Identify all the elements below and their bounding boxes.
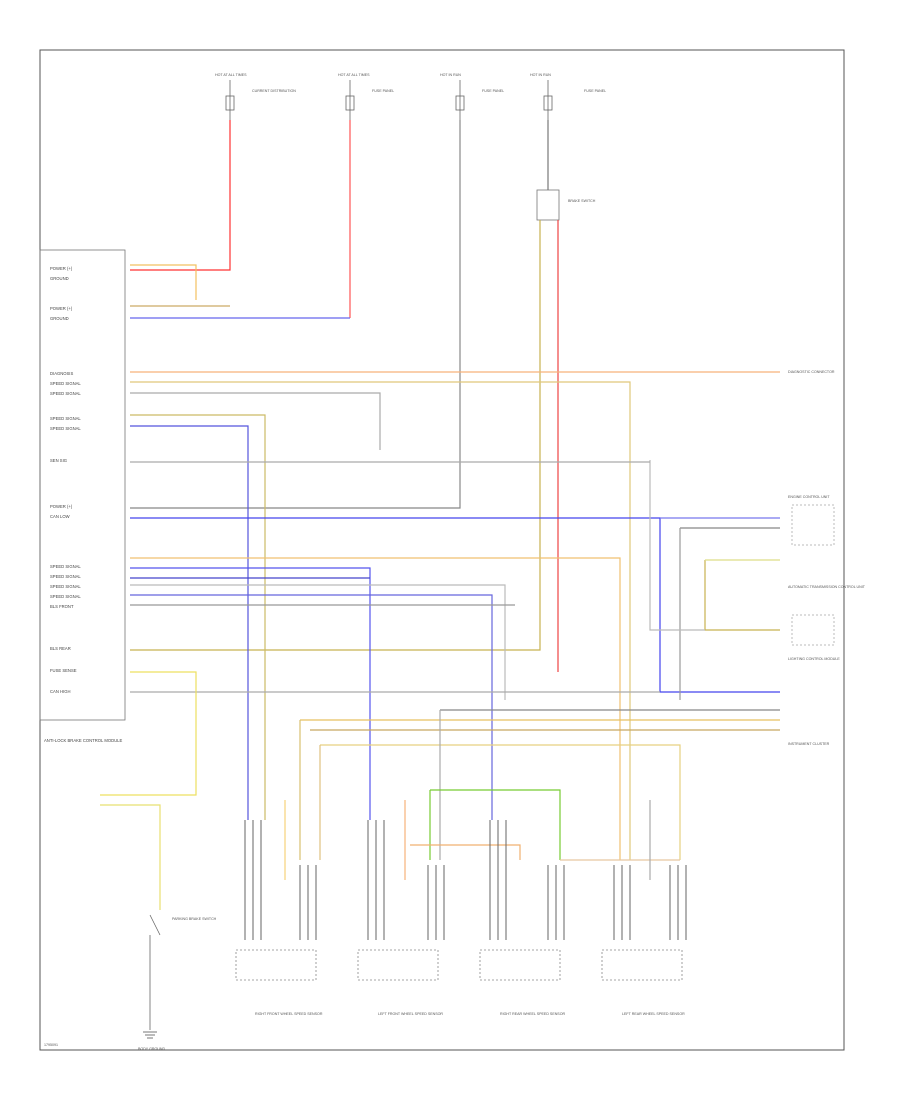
- brake-switch-box: [536, 189, 560, 221]
- pin-label: DIAGNOSIS: [50, 371, 73, 376]
- parking-brake-switch: [149, 914, 161, 960]
- tcu-connector: [791, 614, 835, 646]
- right-label: INSTRUMENT CLUSTER: [788, 742, 830, 746]
- body-ground: [143, 1031, 157, 1039]
- sensor-label: RIGHT FRONT WHEEL SPEED SENSOR: [255, 1012, 323, 1016]
- pin-label: SPEED SIGNAL: [50, 381, 81, 386]
- pin-label: SPEED SIGNAL: [50, 426, 81, 431]
- right-label: ENGINE CONTROL UNIT: [788, 495, 830, 499]
- pin-label: CAN HIGH: [50, 689, 70, 694]
- module-title: ANTI-LOCK BRAKE CONTROL MODULE: [44, 738, 122, 743]
- pin-label: BLS FRONT: [50, 604, 74, 609]
- fuse-label: FUSE PANEL: [584, 89, 606, 93]
- right-labels: DIAGNOSTIC CONNECTOR ENGINE CONTROL UNIT…: [788, 370, 866, 746]
- right-label: LIGHTING CONTROL MODULE: [788, 657, 840, 661]
- diagram-code: 1795091: [44, 1043, 58, 1047]
- pin-label: FUSE SENSE: [50, 668, 77, 673]
- sensor-label: LEFT FRONT WHEEL SPEED SENSOR: [378, 1012, 443, 1016]
- pin-label: CAN LOW: [50, 514, 70, 519]
- sensor-label: LEFT REAR WHEEL SPEED SENSOR: [622, 1012, 685, 1016]
- pin-label: SPEED SIGNAL: [50, 574, 81, 579]
- pin-label: BLS REAR: [50, 646, 71, 651]
- wires: [100, 120, 780, 1030]
- ground-label: BODY GROUND: [138, 1047, 165, 1051]
- sensor-boxes: [235, 949, 683, 981]
- sensor-connectors: [244, 820, 687, 940]
- right-label: AUTOMATIC TRANSMISSION CONTROL UNIT: [788, 585, 866, 589]
- fuse-header: HOT AT ALL TIMES: [215, 73, 247, 77]
- fuse-label: CURRENT DISTRIBUTION: [252, 89, 296, 93]
- right-label: DIAGNOSTIC CONNECTOR: [788, 370, 835, 374]
- fuse-label: FUSE PANEL: [372, 89, 394, 93]
- parking-switch-label: PARKING BRAKE SWITCH: [172, 917, 217, 921]
- pin-label: SPEED SIGNAL: [50, 416, 81, 421]
- pin-label: SPEED SIGNAL: [50, 564, 81, 569]
- top-fuses: HOT AT ALL TIMES HOT AT ALL TIMES HOT IN…: [215, 73, 606, 93]
- fuse-label: FUSE PANEL: [482, 89, 504, 93]
- pin-label: POWER (+): [50, 504, 73, 509]
- pin-label: SEN SIG: [50, 458, 67, 463]
- fuse-header: HOT IN RUN: [530, 73, 551, 77]
- pin-label: SPEED SIGNAL: [50, 594, 81, 599]
- abs-module-box: [39, 249, 126, 721]
- pin-label: POWER (+): [50, 266, 73, 271]
- pin-label: SPEED SIGNAL: [50, 391, 81, 396]
- sensor-label: RIGHT REAR WHEEL SPEED SENSOR: [500, 1012, 566, 1016]
- fuse-symbols: [225, 80, 553, 120]
- fuse-header: HOT IN RUN: [440, 73, 461, 77]
- fuse-header: HOT AT ALL TIMES: [338, 73, 370, 77]
- pin-label: GROUND: [50, 276, 69, 281]
- module-pin-labels: POWER (+) GROUND POWER (+) GROUND DIAGNO…: [50, 266, 81, 694]
- brake-switch-label: BRAKE SWITCH: [568, 199, 596, 203]
- ecu-connector: [791, 504, 835, 546]
- pin-label: GROUND: [50, 316, 69, 321]
- pin-label: POWER (+): [50, 306, 73, 311]
- pin-label: SPEED SIGNAL: [50, 584, 81, 589]
- sensor-labels: RIGHT FRONT WHEEL SPEED SENSOR LEFT FRON…: [255, 1012, 685, 1016]
